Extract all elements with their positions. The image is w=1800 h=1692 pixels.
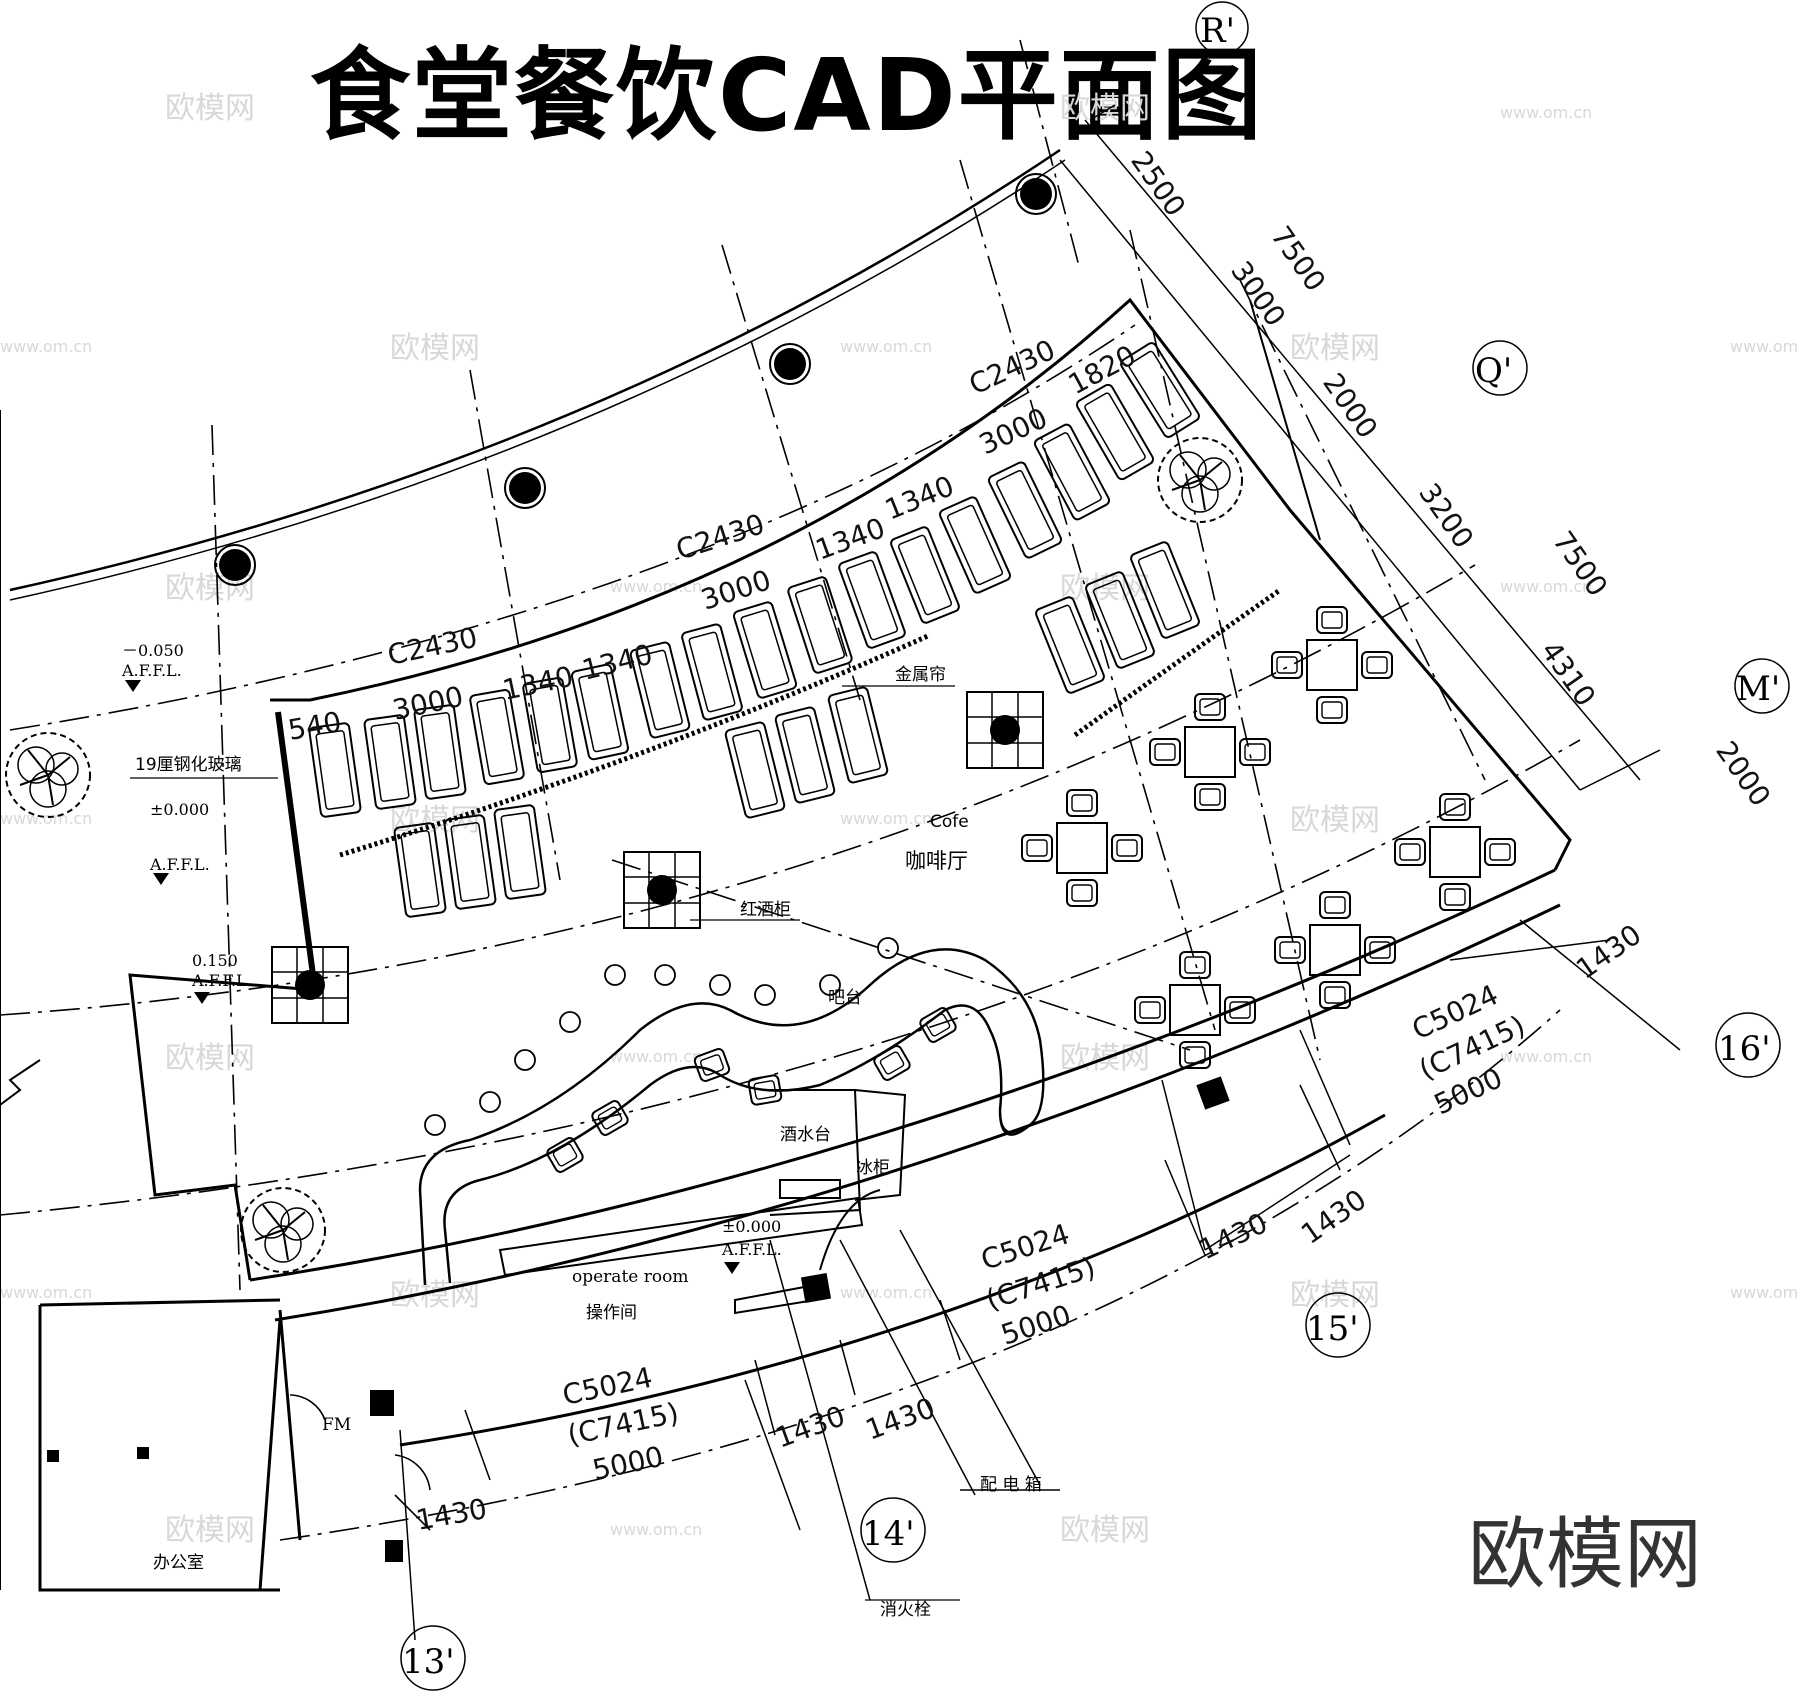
columns bbox=[214, 173, 1057, 586]
watermark-url: www.om.cn bbox=[0, 809, 92, 828]
doors bbox=[289, 1394, 431, 1531]
watermark-url: www.om.cn bbox=[1500, 1047, 1592, 1066]
watermark-logo: 欧模网 bbox=[165, 1041, 255, 1076]
dim-1340: 1340 bbox=[579, 638, 656, 687]
watermark-logo: 欧模网 bbox=[1290, 1278, 1380, 1313]
bar-stools bbox=[424, 937, 899, 1136]
dim-1430: 1430 bbox=[1194, 1206, 1273, 1266]
label-fm: FM bbox=[322, 1415, 351, 1435]
watermark-logo: 欧模网 bbox=[165, 91, 255, 126]
axis-markers: R' Q' M' 16' 15' 14' 13' bbox=[400, 1, 1790, 1691]
axis-label-q: Q' bbox=[1475, 351, 1512, 391]
arc-lines bbox=[0, 148, 1581, 1541]
label-cafe-en: Cofe bbox=[930, 812, 969, 832]
label-operate-cn: 操作间 bbox=[586, 1303, 637, 1323]
axis-label-15: 15' bbox=[1306, 1309, 1359, 1349]
level-afl: A.F.F.L. bbox=[121, 661, 182, 680]
dim-5000: 5000 bbox=[590, 1440, 667, 1487]
dim-1430: 1430 bbox=[1295, 1183, 1372, 1251]
watermark-url: www.om.cn bbox=[1500, 103, 1592, 122]
dim-3000-s: 3000 bbox=[697, 563, 775, 616]
bar-counter bbox=[418, 948, 1045, 1286]
dimension-lines bbox=[399, 104, 1681, 1641]
watermark-layer: 欧模网 欧模网 www.om.cn 欧模网 欧模网 www.om.cn www.… bbox=[0, 91, 1800, 1548]
dim-1430: 1430 bbox=[1570, 918, 1647, 986]
dimension-texts: 2500 7500 3000 2000 3200 7500 4310 2000 … bbox=[285, 145, 1777, 1537]
level-value: －0.050 bbox=[122, 641, 184, 660]
level-afl: A.F.F.L. bbox=[191, 971, 252, 990]
label-wine-cabinet: 红酒柜 bbox=[740, 900, 791, 920]
watermark-logo: 欧模网 bbox=[390, 331, 480, 366]
watermark-url: www.om.cn bbox=[0, 1283, 92, 1302]
label-cafe-cn: 咖啡厅 bbox=[905, 849, 968, 873]
dim-7500: 7500 bbox=[1264, 220, 1332, 297]
watermark-url: www.om.cn bbox=[1500, 577, 1592, 596]
room-labels: 金属帘 19厘钢化玻璃 Cofe 咖啡厅 红酒柜 吧台 酒水台 冰柜 opera… bbox=[130, 665, 1042, 1620]
dim-540: 540 bbox=[285, 705, 343, 747]
label-bar: 吧台 bbox=[828, 988, 862, 1008]
label-drinks-counter: 酒水台 bbox=[780, 1125, 831, 1145]
watermark-logo: 欧模网 bbox=[165, 1513, 255, 1548]
dim-3200: 3200 bbox=[1412, 477, 1480, 554]
metal-curtain bbox=[339, 587, 1282, 858]
watermark-url: www.om.cn bbox=[0, 337, 92, 356]
axis-label-r: R' bbox=[1200, 11, 1235, 51]
dim-c2430: C2430 bbox=[672, 507, 769, 566]
small-columns bbox=[47, 1076, 1230, 1562]
operate-room-counter bbox=[498, 1089, 907, 1315]
watermark-logo: 欧模网 bbox=[1290, 331, 1380, 366]
walls bbox=[38, 297, 1572, 1592]
label-elec-box: 配 电 箱 bbox=[980, 1475, 1042, 1495]
dim-c2430: C2430 bbox=[385, 621, 481, 672]
label-glass: 19厘钢化玻璃 bbox=[135, 755, 242, 775]
dim-1430: 1430 bbox=[771, 1399, 849, 1454]
watermark-logo: 欧模网 bbox=[1060, 1513, 1150, 1548]
dim-4310: 4310 bbox=[1534, 635, 1602, 712]
dim-c2430: C2430 bbox=[964, 333, 1060, 401]
level-value: ±0.000 bbox=[722, 1217, 781, 1236]
watermark-url: www.om.cn bbox=[610, 1520, 702, 1539]
dim-2000-b: 2000 bbox=[1709, 735, 1777, 812]
brand-logo: 欧模网 bbox=[1468, 1510, 1703, 1600]
dim-3000: 3000 bbox=[1224, 255, 1292, 332]
watermark-url: www.om.cn bbox=[840, 1283, 932, 1302]
watermark-url: www.om.cn bbox=[840, 337, 932, 356]
label-metal-curtain: 金属帘 bbox=[895, 665, 946, 685]
label-office: 办公室 bbox=[153, 1553, 204, 1573]
level-markers: －0.050 A.F.F.L. ±0.000 A.F.F.L. 0.150 A.… bbox=[121, 641, 782, 1274]
dim-2000: 2000 bbox=[1316, 367, 1384, 444]
axis-label-m: M' bbox=[1736, 669, 1780, 709]
axis-label-13: 13' bbox=[402, 1642, 455, 1682]
watermark-logo: 欧模网 bbox=[1060, 91, 1150, 126]
level-afl: A.F.F.L. bbox=[149, 855, 210, 874]
level-value: ±0.000 bbox=[150, 800, 209, 819]
label-operate-en: operate room bbox=[572, 1267, 688, 1287]
level-value: 0.150 bbox=[192, 951, 238, 970]
watermark-url: www.om.cn bbox=[1730, 337, 1800, 356]
watermark-url: www.om.cn bbox=[610, 577, 702, 596]
label-hydrant: 消火栓 bbox=[880, 1600, 931, 1620]
watermark-url: www.om.cn bbox=[840, 809, 932, 828]
watermark-url: www.om.cn bbox=[1730, 1283, 1800, 1302]
page-title: 食堂餐饮CAD平面图 bbox=[310, 37, 1264, 154]
watermark-url: www.om.cn bbox=[610, 1047, 702, 1066]
level-afl: A.F.F.L. bbox=[721, 1240, 782, 1259]
label-fridge: 冰柜 bbox=[856, 1158, 890, 1178]
axis-label-14: 14' bbox=[862, 1514, 915, 1554]
dim-3000-s: 3000 bbox=[974, 401, 1053, 461]
watermark-logo: 欧模网 bbox=[1290, 803, 1380, 838]
dim-1430: 1430 bbox=[413, 1492, 489, 1537]
bar-chairs bbox=[544, 1005, 959, 1175]
axis-label-16: 16' bbox=[1718, 1029, 1771, 1069]
dim-2500: 2500 bbox=[1124, 145, 1192, 222]
dim-1340: 1340 bbox=[500, 660, 577, 707]
